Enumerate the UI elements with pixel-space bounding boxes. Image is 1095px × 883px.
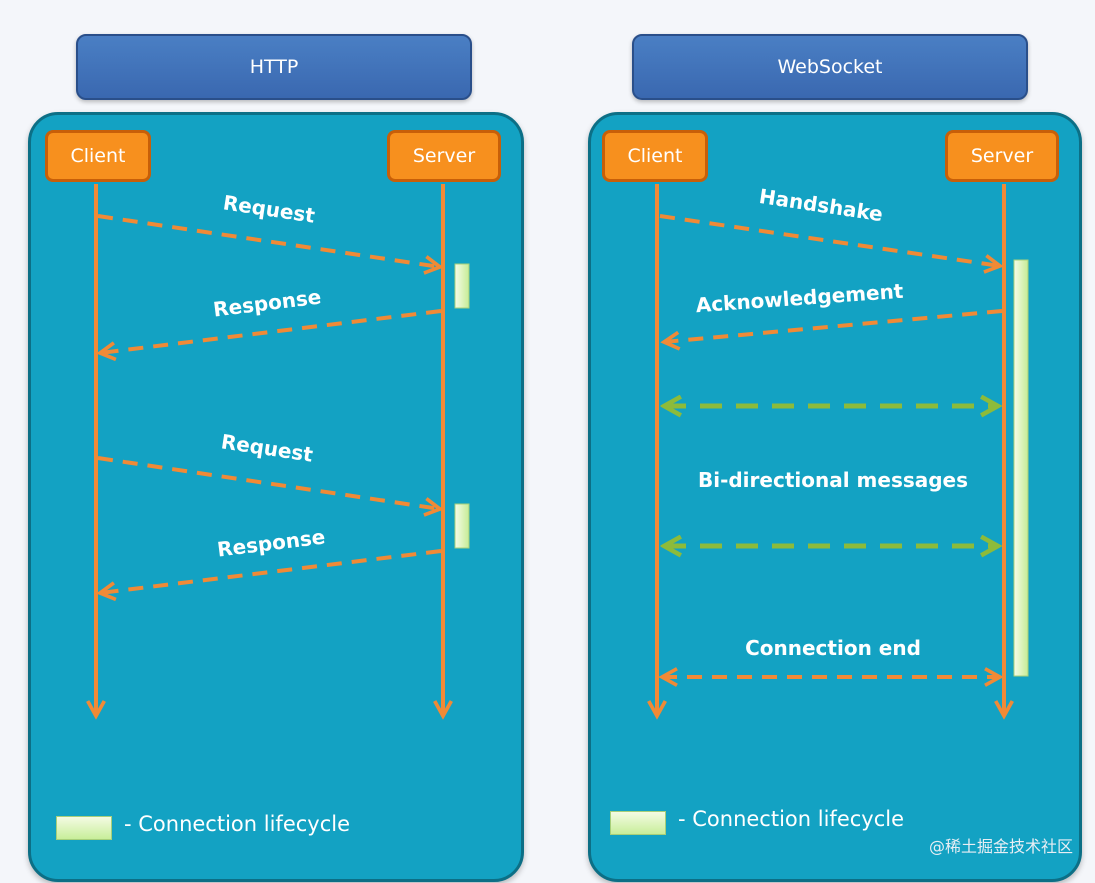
ws-server-box: Server — [945, 130, 1059, 182]
http-legend-swatch — [56, 816, 112, 840]
http-legend-label: - Connection lifecycle — [124, 812, 351, 836]
http-request-1-arrow — [97, 214, 440, 267]
ws-ack-label: Acknowledgement — [695, 279, 905, 317]
http-request-2-arrow — [97, 456, 440, 509]
ws-connection-end-label: Connection end — [745, 636, 921, 660]
ws-legend-swatch — [610, 811, 666, 835]
http-lifecycle-bar-2 — [454, 503, 470, 549]
http-lifecycle-bar-1 — [454, 263, 470, 309]
http-response-2-label: Response — [216, 525, 327, 562]
http-request-1-label: Request — [221, 190, 317, 227]
ws-legend-label: - Connection lifecycle — [678, 807, 905, 831]
http-client-box: Client — [45, 130, 151, 182]
http-response-1-arrow — [100, 309, 442, 353]
http-server-box: Server — [387, 130, 501, 182]
watermark: @稀土掘金技术社区 — [928, 837, 1073, 856]
http-header: HTTP — [76, 34, 472, 100]
http-response-2-arrow — [100, 549, 442, 593]
ws-handshake-label: Handshake — [758, 184, 885, 226]
ws-bidirectional-label: Bi-directional messages — [698, 468, 968, 492]
websocket-header: WebSocket — [632, 34, 1028, 100]
ws-lifecycle-bar — [1013, 259, 1029, 677]
http-request-2-label: Request — [219, 429, 315, 466]
ws-ack-arrow — [664, 309, 1003, 342]
ws-handshake-arrow — [659, 214, 1000, 266]
http-response-1-label: Response — [212, 285, 323, 322]
ws-client-box: Client — [602, 130, 708, 182]
